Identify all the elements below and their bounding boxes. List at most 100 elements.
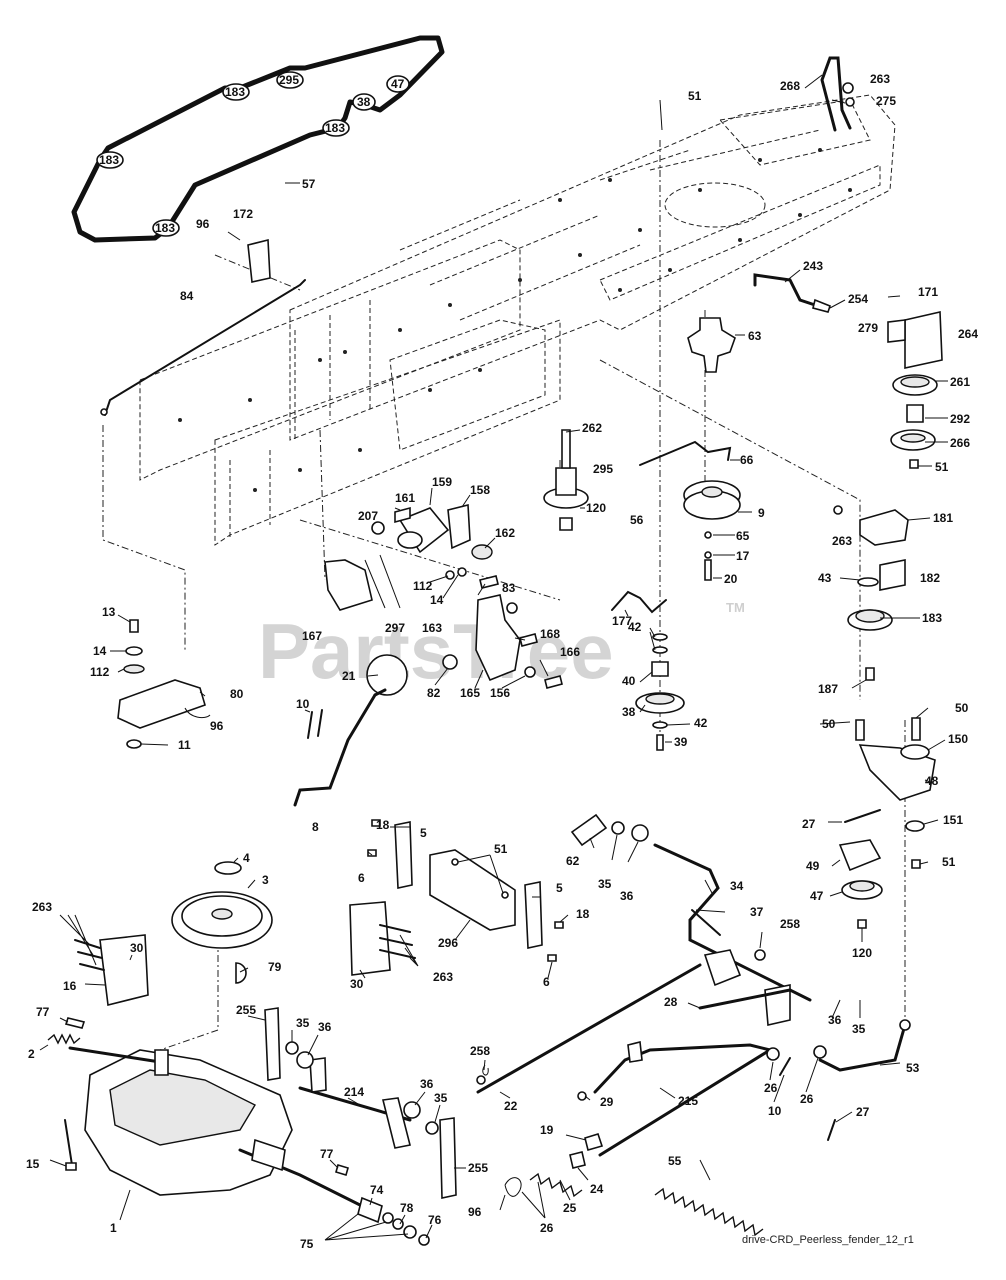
callout-label: 151 <box>943 813 963 827</box>
callout-label: 34 <box>730 879 744 893</box>
callout-label: 15 <box>26 1157 40 1171</box>
callout-label: 27 <box>802 817 816 831</box>
callout-label: 5 <box>420 826 427 840</box>
callout-label: 80 <box>230 687 244 701</box>
callout-label: 120 <box>586 501 606 515</box>
callout-label: 37 <box>750 905 764 919</box>
diagram-caption: drive-CRD_Peerless_fender_12_r1 <box>742 1234 914 1246</box>
callout-label: 62 <box>566 854 580 868</box>
callout-label: 30 <box>130 941 144 955</box>
callout-label: 78 <box>400 1201 414 1215</box>
callout-label: 47 <box>810 889 824 903</box>
callout-label: 158 <box>470 483 490 497</box>
callout-label: 295 <box>593 462 613 476</box>
belt-callout: 47 <box>391 77 405 91</box>
callout-label: 26 <box>800 1092 814 1106</box>
callout-label: 26 <box>764 1081 778 1095</box>
callout-label: 8 <box>312 820 319 834</box>
callout-label: 3 <box>262 873 269 887</box>
callout-label: 75 <box>300 1237 314 1251</box>
callout-label: 292 <box>950 412 970 426</box>
callout-label: 255 <box>468 1161 488 1175</box>
callout-label: 48 <box>925 774 939 788</box>
callout-label: 275 <box>876 94 896 108</box>
callout-label: 264 <box>958 327 978 341</box>
callout-label: 24 <box>590 1182 604 1196</box>
callout-label: 215 <box>678 1094 698 1108</box>
callout-label: 36 <box>828 1013 842 1027</box>
callout-label: 74 <box>370 1183 384 1197</box>
callout-label: 42 <box>628 620 642 634</box>
belt-callout: 295 <box>279 73 299 87</box>
callout-label: 161 <box>395 491 415 505</box>
callout-label: 167 <box>302 629 322 643</box>
callout-label: 19 <box>540 1123 554 1137</box>
callout-label: 36 <box>420 1077 434 1091</box>
callout-label: 268 <box>780 79 800 93</box>
callout-label: 255 <box>236 1003 256 1017</box>
callout-label: 258 <box>780 917 800 931</box>
callout-label: 11 <box>178 738 191 752</box>
callout-label: 84 <box>180 289 194 303</box>
callout-label: 10 <box>768 1104 782 1118</box>
callout-label: 28 <box>664 995 678 1009</box>
callout-label: 187 <box>818 682 838 696</box>
tractor-frame <box>139 94 896 546</box>
callout-label: 30 <box>350 977 364 991</box>
callout-label: 1 <box>110 1221 117 1235</box>
callout-label: 13 <box>102 605 116 619</box>
callout-label: 297 <box>385 621 405 635</box>
parts <box>47 56 943 1246</box>
callout-label: 40 <box>622 674 636 688</box>
callout-label: 79 <box>268 960 282 974</box>
callout-label: 36 <box>318 1020 332 1034</box>
callout-label: 177 <box>612 614 632 628</box>
callout-label: 17 <box>736 549 750 563</box>
callout-label: 35 <box>296 1016 310 1030</box>
callout-label: 263 <box>433 970 453 984</box>
callout-label: 77 <box>320 1147 334 1161</box>
callout-label: 6 <box>543 975 550 989</box>
leader-lines <box>39 74 948 1241</box>
callout-label: 53 <box>906 1061 920 1075</box>
callout-label: 5 <box>556 881 563 895</box>
callout-label: 51 <box>688 89 702 103</box>
belt-callout: 183 <box>155 221 175 235</box>
callout-label: 25 <box>563 1201 577 1215</box>
callout-label: 57 <box>302 177 316 191</box>
callout-label: 22 <box>504 1099 518 1113</box>
callout-label: 50 <box>955 701 969 715</box>
callout-label: 254 <box>848 292 868 306</box>
callout-label: 262 <box>582 421 602 435</box>
callout-label: 35 <box>434 1091 448 1105</box>
callout-label: 18 <box>576 907 590 921</box>
callout-label: 42 <box>694 716 708 730</box>
belt-callout: 183 <box>99 153 119 167</box>
callout-label: 163 <box>422 621 442 635</box>
callout-label: 279 <box>858 321 878 335</box>
callout-label: 263 <box>870 72 890 86</box>
callout-label: 51 <box>494 842 508 856</box>
callout-labels: 57 96 172 84 51 268 263 275 243 254 171 … <box>26 72 978 1251</box>
callout-label: 296 <box>438 936 458 950</box>
callout-label: 4 <box>243 851 250 865</box>
callout-label: 96 <box>468 1205 482 1219</box>
callout-label: 6 <box>358 871 365 885</box>
callout-label: 182 <box>920 571 940 585</box>
callout-label: 36 <box>620 889 634 903</box>
callout-label: 172 <box>233 207 253 221</box>
callout-label: 63 <box>748 329 762 343</box>
callout-label: 18 <box>376 818 390 832</box>
callout-label: 50 <box>822 717 836 731</box>
drive-belt <box>71 35 445 243</box>
callout-label: 96 <box>210 719 224 733</box>
callout-label: 171 <box>918 285 938 299</box>
callout-label: 181 <box>933 511 953 525</box>
callout-label: 112 <box>90 665 110 679</box>
callout-label: 14 <box>430 593 444 607</box>
callout-label: 2 <box>28 1047 35 1061</box>
callout-label: 26 <box>540 1221 554 1235</box>
callout-label: 266 <box>950 436 970 450</box>
callout-label: 51 <box>942 855 956 869</box>
watermark-tm: TM <box>726 600 745 615</box>
